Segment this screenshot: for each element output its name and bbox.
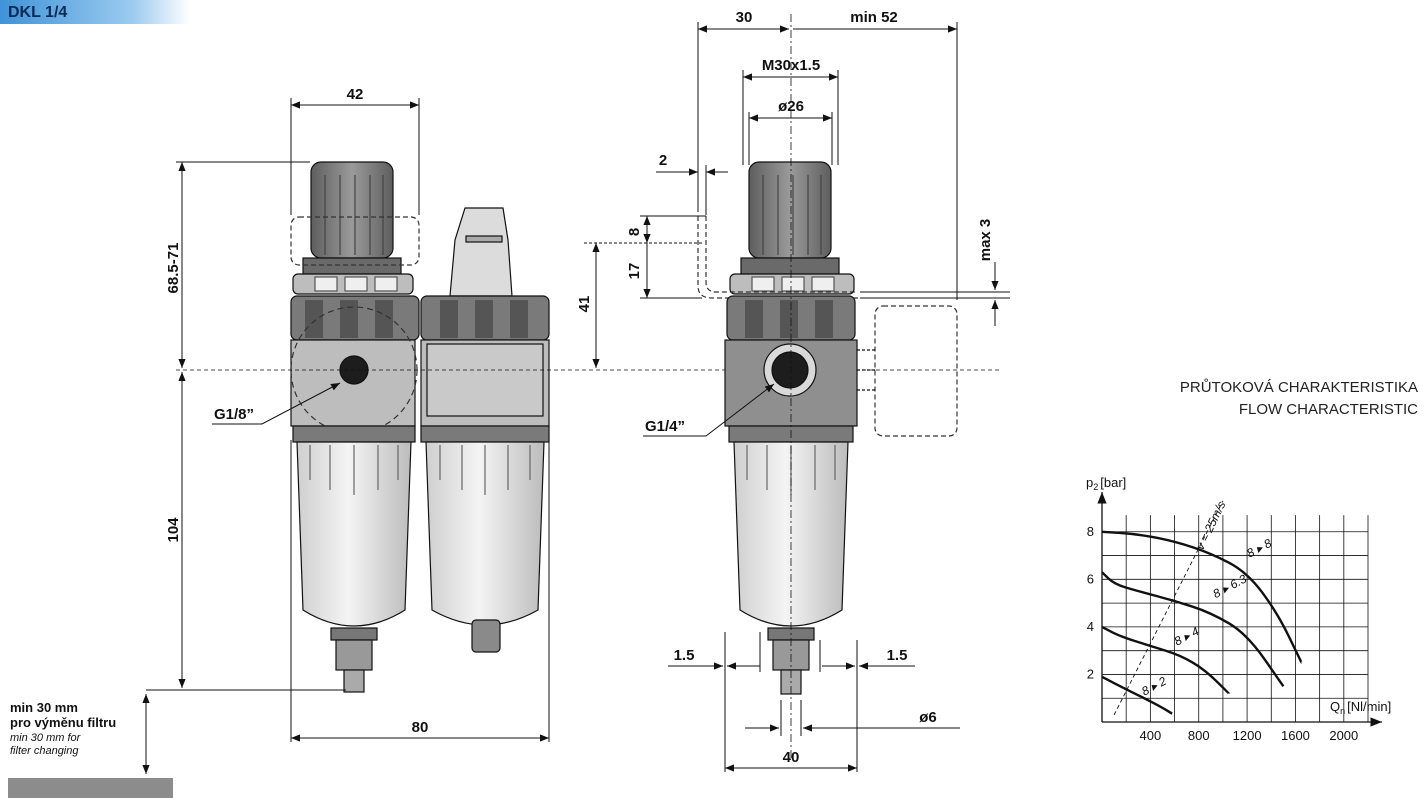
filter-note: min 30 mm pro výměnu filtru min 30 mm fo… [10,700,116,757]
dim-41-label: 41 [576,296,593,313]
note-line1: min 30 mm [10,700,78,715]
y-tick-label: 2 [1087,666,1094,681]
dim-max3-label: max 3 [977,219,994,262]
dia6-label: ø6 [919,709,937,726]
port-g14-label: G1/4” [645,418,685,435]
series-curve [1101,530,1303,664]
y-tick-label: 4 [1087,619,1094,634]
series-curve [1101,625,1230,695]
x-tick-label: 800 [1188,728,1210,743]
dim-68-label: 68.5-71 [165,243,182,294]
series-label: 8 ▸ 8 [1244,536,1274,561]
note-line2: pro výměnu filtru [10,715,116,730]
dim-15-left-label: 1.5 [674,647,695,664]
side-view-dimensions [584,14,1010,772]
y-tick-label: 6 [1087,571,1094,586]
series-label: 8 ▸ 6.3 [1210,572,1249,601]
thread-label: M30x1.5 [762,57,820,74]
dim-min52-label: min 52 [850,9,898,26]
dim-15-right-label: 1.5 [887,647,908,664]
flow-chart: PRŮTOKOVÁ CHARAKTERISTIKA FLOW CHARACTER… [1086,378,1418,743]
side-view [697,161,958,695]
front-view [290,161,550,693]
ground-bar [8,778,173,798]
dia26-label: ø26 [778,98,804,115]
header-banner: DKL 1/4 [0,0,190,24]
series-curve [1101,571,1285,688]
x-tick-label: 1600 [1281,728,1310,743]
dim-42-label: 42 [347,86,364,103]
dim-17-label: 17 [626,263,643,280]
series-label: 8 ▸ 2 [1139,674,1169,699]
y-axis-label: p2[bar] [1086,475,1126,492]
dim-104-label: 104 [165,517,182,543]
dim-40-label: 40 [783,749,800,766]
dim-8-label: 8 [626,228,643,236]
dim-80-label: 80 [412,719,429,736]
front-view-dimensions [142,98,550,774]
port-g18-label: G1/8” [214,406,254,423]
y-tick-label: 8 [1087,524,1094,539]
series-curve [1101,675,1173,715]
x-axis-label: Qn[Nl/min] [1330,699,1391,716]
note-line4: filter changing [10,745,79,757]
chart-title: PRŮTOKOVÁ CHARAKTERISTIKA [1180,378,1418,396]
x-tick-label: 1200 [1233,728,1262,743]
dim-30-label: 30 [736,9,753,26]
dim-2-label: 2 [659,152,667,169]
product-title: DKL 1/4 [8,4,67,21]
chart-subtitle: FLOW CHARACTERISTIC [1239,401,1418,418]
series-label: 8 ▸ 4 [1172,624,1202,649]
chart-ticks: 400 800 1200 1600 2000 8 6 4 2 [1087,524,1359,743]
note-line3: min 30 mm for [10,732,82,744]
x-tick-label: 2000 [1329,728,1358,743]
velocity-line [1113,500,1224,716]
x-tick-label: 400 [1140,728,1162,743]
